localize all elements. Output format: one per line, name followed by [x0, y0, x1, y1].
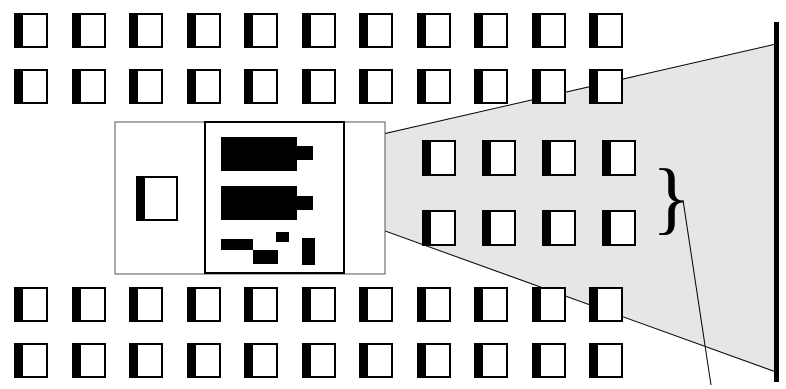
square-cell-icon	[542, 210, 575, 246]
square-cell-icon	[244, 287, 277, 322]
square-cell-icon	[244, 13, 277, 48]
square-cell-icon	[129, 343, 162, 378]
square-cell-icon	[187, 13, 220, 48]
square-cell-icon	[129, 287, 162, 322]
screen-icon	[774, 22, 779, 382]
square-cell-icon	[474, 343, 507, 378]
square-cell-icon	[129, 69, 162, 104]
connector-upper-body	[221, 137, 297, 171]
brace-icon: }	[652, 154, 690, 242]
square-cell-icon	[417, 343, 450, 378]
square-cell-icon	[14, 343, 47, 378]
cell-row-3	[14, 287, 622, 322]
square-cell-icon	[359, 343, 392, 378]
square-cell-icon	[542, 140, 575, 176]
square-cell-icon	[359, 287, 392, 322]
square-cell-icon	[302, 13, 335, 48]
square-cell-icon	[244, 69, 277, 104]
cell-row-1	[14, 13, 622, 48]
square-cell-icon	[187, 69, 220, 104]
square-cell-icon	[187, 287, 220, 322]
square-cell-icon	[417, 69, 450, 104]
frame-square-cell	[137, 177, 177, 220]
connector-lower-body	[221, 186, 297, 220]
square-cell-icon	[589, 13, 622, 48]
square-cell-icon	[72, 343, 105, 378]
square-cell-icon	[187, 343, 220, 378]
square-cell-icon	[359, 69, 392, 104]
square-cell-icon	[589, 287, 622, 322]
connector-upper-tip	[295, 146, 313, 160]
square-cell-icon	[14, 69, 47, 104]
square-cell-icon	[417, 287, 450, 322]
square-cell-icon	[359, 13, 392, 48]
connector-lower-tip	[295, 196, 313, 210]
square-cell-icon	[422, 140, 455, 176]
square-cell-icon	[72, 287, 105, 322]
square-cell-icon	[129, 13, 162, 48]
cell-row-2	[14, 69, 622, 104]
square-cell-icon	[589, 343, 622, 378]
square-cell-icon	[532, 13, 565, 48]
square-cell-icon	[72, 69, 105, 104]
square-cell-icon	[302, 69, 335, 104]
square-cell-icon	[14, 287, 47, 322]
square-cell-icon	[244, 343, 277, 378]
square-cell-icon	[422, 210, 455, 246]
square-cell-icon	[589, 69, 622, 104]
square-cell-icon	[14, 13, 47, 48]
cell-row-4	[14, 343, 622, 378]
square-cell-icon	[72, 13, 105, 48]
square-cell-icon	[602, 140, 635, 176]
square-cell-icon	[474, 287, 507, 322]
square-cell-icon	[302, 287, 335, 322]
square-cell-icon	[532, 343, 565, 378]
square-cell-icon	[482, 210, 515, 246]
square-cell-icon	[417, 13, 450, 48]
square-cell-icon	[532, 69, 565, 104]
square-cell-icon	[482, 140, 515, 176]
square-cell-icon	[474, 13, 507, 48]
square-cell-icon	[532, 287, 565, 322]
square-cell-icon	[474, 69, 507, 104]
square-cell-icon	[602, 210, 635, 246]
square-cell-icon	[302, 343, 335, 378]
